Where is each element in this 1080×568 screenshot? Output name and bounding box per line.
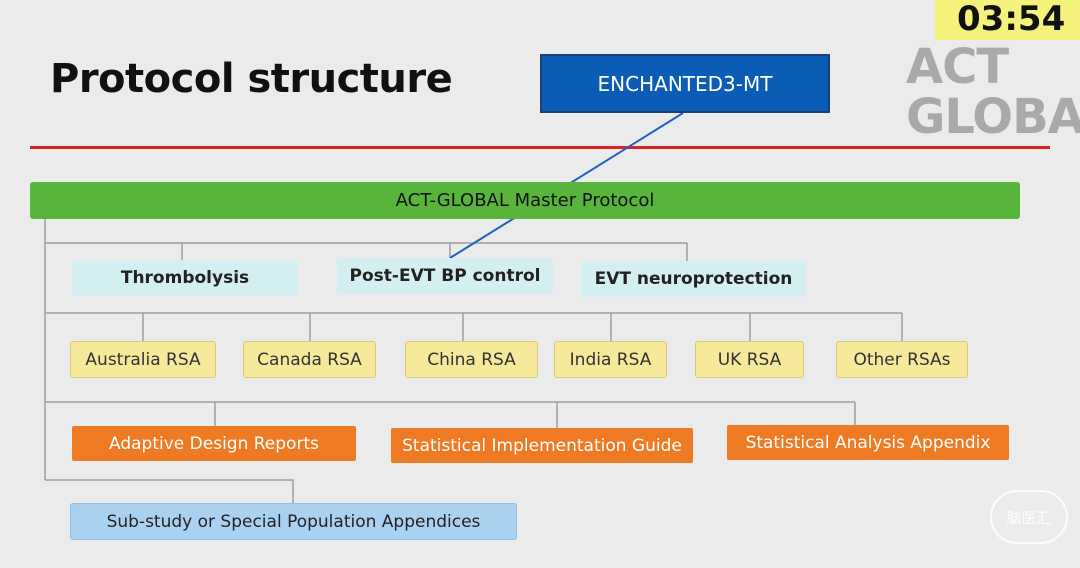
watermark-logo: 脑医汇	[990, 490, 1068, 544]
domain-box: Thrombolysis	[72, 260, 298, 296]
appendices-box: Sub-study or Special Population Appendic…	[70, 503, 517, 540]
rsa-box: Other RSAs	[836, 341, 968, 378]
act-global-logo: ACTGLOBAL	[906, 42, 1080, 142]
master-protocol-bar: ACT-GLOBAL Master Protocol	[30, 182, 1020, 219]
rsa-box: China RSA	[405, 341, 538, 378]
rsa-box: UK RSA	[695, 341, 804, 378]
document-box: Statistical Analysis Appendix	[727, 425, 1009, 460]
countdown-timer: 03:54	[935, 0, 1080, 40]
domain-box: EVT neuroprotection	[581, 261, 806, 297]
document-box: Adaptive Design Reports	[72, 426, 356, 461]
logo-line-1: ACT	[906, 39, 1009, 95]
trial-box: ENCHANTED3-MT	[540, 54, 830, 113]
title-divider	[30, 146, 1050, 149]
domain-box: Post-EVT BP control	[337, 258, 553, 294]
document-box: Statistical Implementation Guide	[391, 428, 693, 463]
rsa-box: Australia RSA	[70, 341, 216, 378]
rsa-box: India RSA	[554, 341, 667, 378]
logo-line-2: GLOBAL	[906, 89, 1080, 145]
rsa-box: Canada RSA	[243, 341, 376, 378]
slide-title: Protocol structure	[50, 56, 453, 102]
